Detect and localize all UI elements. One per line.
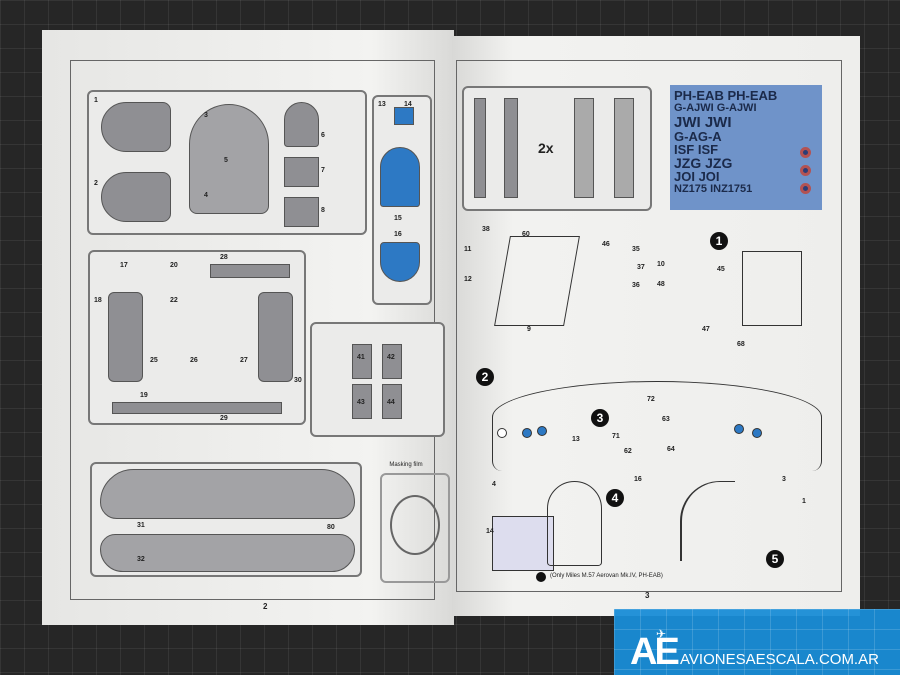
callout-number: 71 <box>612 433 620 440</box>
callout-number: 11 <box>464 246 472 253</box>
callout-number: 64 <box>667 446 675 453</box>
masking-film <box>380 473 450 583</box>
watermark-logo: AE <box>630 631 680 673</box>
callout-number: 72 <box>647 396 655 403</box>
callout-number: 47 <box>702 326 710 333</box>
callout-number: 35 <box>632 246 640 253</box>
roundel <box>800 165 811 176</box>
callout-number: 13 <box>572 436 580 443</box>
step-5: 5 <box>766 550 784 568</box>
roundel <box>800 147 811 158</box>
callout-number: 68 <box>737 341 745 348</box>
callout-number: 9 <box>527 326 531 333</box>
callout-number: 16 <box>634 476 642 483</box>
callout-number: 48 <box>657 281 665 288</box>
step-2: 2 <box>476 368 494 386</box>
page-border <box>456 60 842 592</box>
callout-number: 36 <box>632 282 640 289</box>
seat-drawing <box>742 251 802 326</box>
callout-number: 62 <box>624 448 632 455</box>
callout-number: 60 <box>522 231 530 238</box>
sprue-multiplier: 2x <box>538 140 554 156</box>
version-note: (Only Miles M.57 Aerovan Mk.IV, PH-EAB) <box>550 573 663 579</box>
fuselage-drawing <box>492 381 822 471</box>
step-4: 4 <box>606 489 624 507</box>
callout-number: 12 <box>464 276 472 283</box>
callout-number: 45 <box>717 266 725 273</box>
callout-number: 46 <box>602 241 610 248</box>
masking-film-label: Masking film <box>389 462 423 468</box>
page-number: 2 <box>263 602 268 611</box>
callout-number: 63 <box>662 416 670 423</box>
sprue-small-parts: 2x <box>462 86 652 211</box>
callout-number: 10 <box>657 261 665 268</box>
part-14-drawing <box>492 516 554 571</box>
plane-icon: ✈ <box>656 627 667 641</box>
callout-number: 37 <box>637 264 645 271</box>
step-1: 1 <box>710 232 728 250</box>
callout-number: 3 <box>782 476 786 483</box>
callout-number: 1 <box>802 498 806 505</box>
page-number: 3 <box>645 591 650 600</box>
roundel <box>800 183 811 194</box>
watermark-site: AVIONESAESCALA.COM.AR <box>680 651 879 668</box>
callout-number: 4 <box>492 481 496 488</box>
callout-number: 38 <box>482 226 490 233</box>
canopy-drawing <box>547 481 602 566</box>
watermark: ✈ AE AVIONESAESCALA.COM.AR <box>614 609 900 675</box>
note-icon <box>536 572 546 582</box>
callout-number: 14 <box>486 528 494 535</box>
